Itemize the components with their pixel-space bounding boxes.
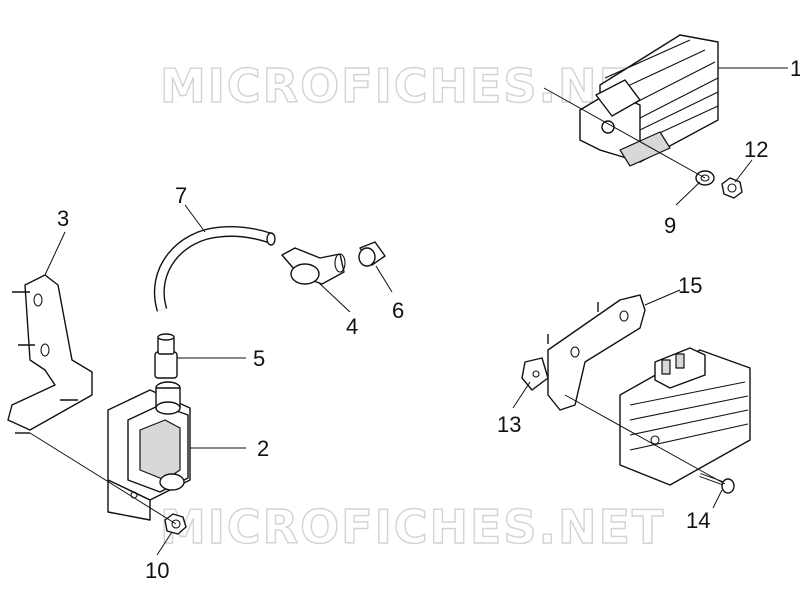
- callout-3: 3: [57, 206, 69, 231]
- callout-14: 14: [686, 508, 710, 533]
- watermark-top: MICROFICHES.NET: [160, 59, 665, 113]
- callout-6: 6: [392, 298, 404, 323]
- part-15-regulator: [619, 347, 751, 486]
- part-1-voltage-regulator: [579, 34, 719, 167]
- callout-10: 10: [145, 558, 169, 583]
- part-6-sleeve: [358, 241, 386, 267]
- part-13-clip-nut: [521, 357, 549, 391]
- callout-5: 5: [253, 346, 265, 371]
- part-3-bracket: [7, 274, 93, 434]
- part-2-ignition-coil: [107, 381, 191, 521]
- watermark-bottom: MICROFICHES.NET: [160, 500, 665, 554]
- callout-12: 12: [744, 137, 768, 162]
- callout-13: 13: [497, 412, 521, 437]
- callout-4: 4: [346, 314, 358, 339]
- callout-7: 7: [175, 183, 187, 208]
- part-14-screw: [699, 473, 735, 494]
- part-15-mounting-plate: [547, 294, 646, 411]
- callout-2: 2: [257, 436, 269, 461]
- callout-15: 15: [678, 273, 702, 298]
- leader-lines: [29, 67, 788, 556]
- part-5-boot: [154, 333, 178, 379]
- part-7-hose: [153, 226, 276, 312]
- part-4-plug-cap: [281, 247, 346, 285]
- part-12-nut: [721, 177, 743, 199]
- callout-9: 9: [664, 213, 676, 238]
- callout-1: 1: [790, 56, 800, 81]
